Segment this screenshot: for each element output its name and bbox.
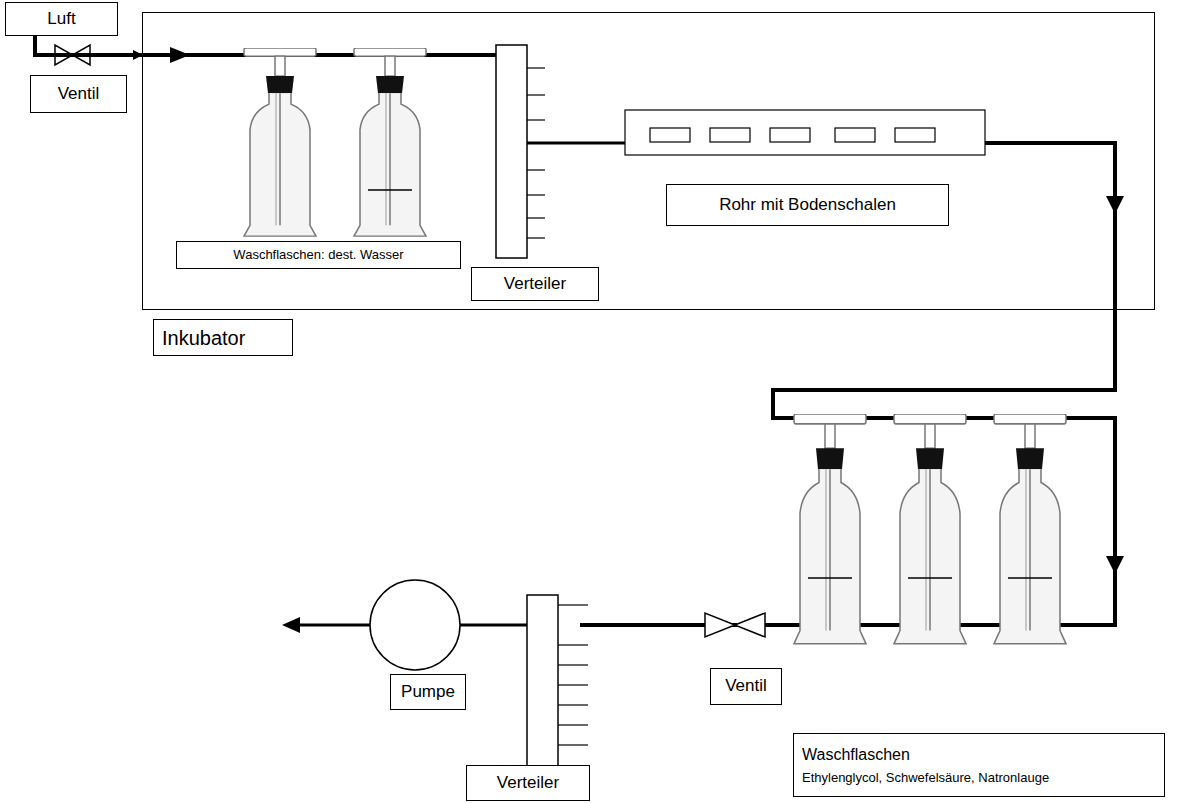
valve-label: Ventil: [710, 668, 782, 705]
heading-box: Inkubator: [153, 319, 293, 356]
source-label: Luft: [5, 2, 118, 36]
label-text: Waschflaschen: dest. Wasser: [233, 247, 403, 263]
label-text: Luft: [47, 9, 75, 29]
bottle-label: Waschflaschen: dest. Wasser: [176, 241, 461, 269]
label-text: Waschflaschen: [802, 745, 910, 764]
label-text: Inkubator: [162, 326, 245, 350]
tube-label: Rohr mit Bodenschalen: [666, 184, 949, 226]
distributor-label: Verteiler: [466, 765, 590, 801]
label-text: Pumpe: [401, 682, 455, 702]
pipe-connector: [35, 36, 142, 55]
valve-label: Ventil: [30, 75, 127, 113]
label-text: Ventil: [725, 676, 767, 696]
incubator-frame: InkubatorRohr mit BodenschalenWaschflasc…: [142, 12, 1155, 310]
label-text: Verteiler: [504, 274, 566, 294]
label-text: Ventil: [58, 84, 100, 104]
distributor-label: Verteiler: [471, 267, 599, 301]
label-text: Ethylenglycol, Schwefelsäure, Natronlaug…: [802, 770, 1049, 786]
pump-label: Pumpe: [390, 674, 466, 710]
label-text: Rohr mit Bodenschalen: [719, 195, 896, 215]
bottle-label: WaschflaschenEthylenglycol, Schwefelsäur…: [793, 733, 1165, 797]
label-text: Verteiler: [497, 773, 559, 793]
